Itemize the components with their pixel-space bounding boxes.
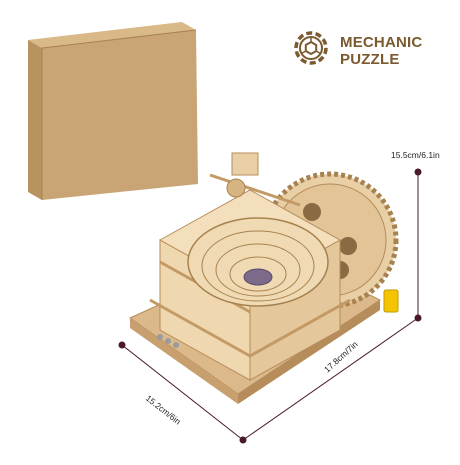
brand-name: MECHANIC PUZZLE	[340, 34, 422, 68]
dimension-lines	[118, 168, 422, 444]
brand-line-2: PUZZLE	[340, 51, 400, 68]
height-dimension-label: 15.5cm/6.1in	[391, 150, 440, 160]
crank-handle	[383, 289, 399, 313]
gear-logo-icon	[294, 31, 328, 65]
brand-line-1: MECHANIC	[340, 34, 423, 51]
cardboard-box	[28, 22, 198, 200]
marble-run-model	[128, 152, 399, 404]
spiral-bowl	[187, 217, 329, 307]
